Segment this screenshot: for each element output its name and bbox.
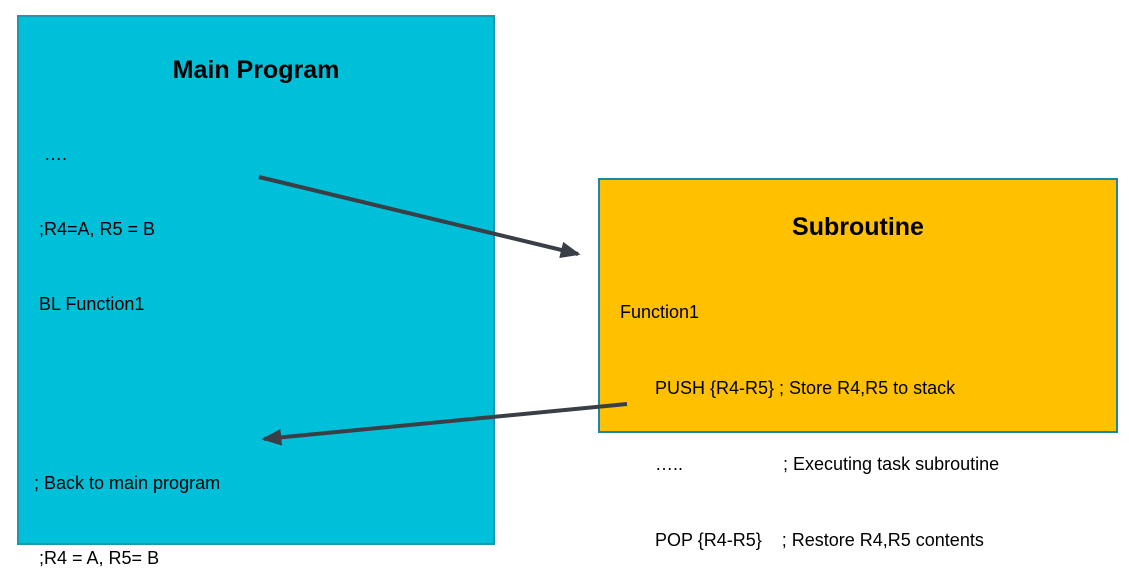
code-line: ;R4=A, R5 = B (39, 219, 156, 239)
code-line-back-to-main: ; Back to main program (34, 473, 221, 493)
subroutine-title: Subroutine (792, 213, 924, 241)
main-program-bottom-code: ; Back to main program ;R4 = A, R5= B …;… (34, 425, 220, 570)
code-line-pop: POP {R4-R5} ; Restore R4,R5 contents (655, 530, 984, 550)
code-line-push: PUSH {R4-R5} ; Store R4,R5 to stack (655, 378, 956, 398)
main-program-title: Main Program (172, 56, 340, 84)
code-line-executing: ….. ; Executing task subroutine (655, 454, 1000, 474)
subroutine-box: Subroutine Function1 PUSH {R4-R5} ; Stor… (598, 178, 1118, 550)
main-program-top-code: …. ;R4=A, R5 = B BL Function1 (39, 96, 155, 363)
subroutine-code: Function1 PUSH {R4-R5} ; Store R4,R5 to … (620, 253, 999, 570)
code-line-bl-function1: BL Function1 (39, 294, 145, 314)
code-line: ;R4 = A, R5= B (34, 548, 160, 568)
code-line-function1-label: Function1 (620, 302, 700, 322)
code-line: …. (39, 144, 68, 164)
main-program-box: Main Program …. ;R4=A, R5 = B BL Functio… (17, 15, 495, 568)
